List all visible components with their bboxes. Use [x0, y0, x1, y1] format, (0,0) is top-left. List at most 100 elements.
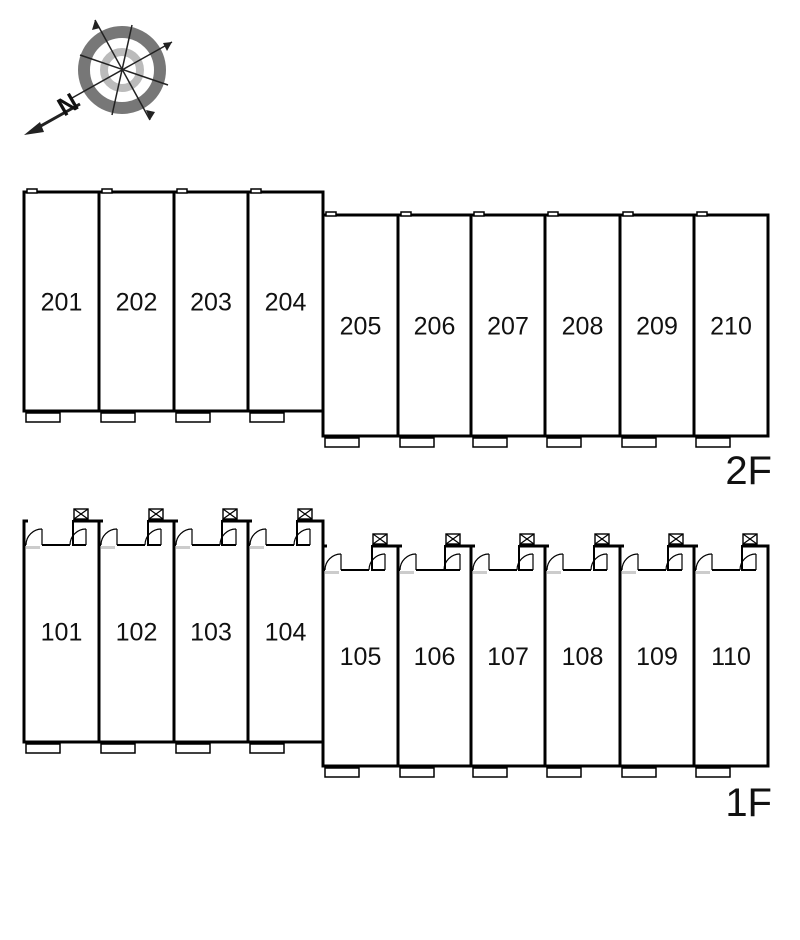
door-swing	[175, 528, 193, 546]
entrance-step	[622, 571, 636, 574]
entrance-wall	[99, 520, 174, 546]
unit-wall	[692, 213, 770, 438]
entrance-step	[696, 571, 710, 574]
entrance-step	[250, 546, 264, 549]
entrance-step	[26, 546, 40, 549]
balcony	[472, 437, 508, 448]
entrance-step	[547, 571, 561, 574]
unit-207: 207	[469, 211, 547, 448]
unit-106: 106	[396, 533, 473, 778]
meter-mark	[372, 533, 388, 545]
door-swing	[739, 553, 757, 571]
balcony	[695, 437, 731, 448]
balcony	[249, 412, 285, 423]
compass-rose-icon	[24, 19, 173, 135]
unit-number: 102	[116, 619, 158, 647]
unit-number: 210	[710, 313, 752, 341]
entrance-wall	[620, 545, 694, 571]
balcony	[249, 743, 285, 754]
unit-210: 210	[692, 211, 770, 448]
unit-209: 209	[618, 211, 696, 448]
balcony	[175, 412, 211, 423]
vent-mark	[622, 211, 634, 217]
unit-203: 203	[172, 188, 250, 423]
vent-mark	[250, 188, 262, 194]
unit-number: 105	[340, 643, 382, 671]
unit-104: 104	[246, 508, 325, 754]
door-swing	[69, 528, 87, 546]
unit-number: 103	[190, 619, 232, 647]
unit-number: 101	[41, 619, 83, 647]
vent-mark	[547, 211, 559, 217]
unit-110: 110	[692, 533, 770, 778]
vent-mark	[101, 188, 113, 194]
entrance-wall	[545, 545, 620, 571]
unit-206: 206	[396, 211, 473, 448]
unit-102: 102	[97, 508, 176, 754]
entrance-wall	[248, 520, 323, 546]
meter-mark	[222, 508, 238, 520]
floor-2f: 201 202 203 204 205 206 207 208 209 210	[22, 188, 770, 448]
unit-number: 107	[487, 643, 529, 671]
unit-208: 208	[543, 211, 622, 448]
floor-label-2f: 2F	[725, 449, 772, 493]
door-swing	[249, 528, 267, 546]
entrance-step	[400, 571, 414, 574]
meter-mark	[445, 533, 461, 545]
balcony	[399, 437, 435, 448]
vent-mark	[26, 188, 38, 194]
balcony	[546, 437, 582, 448]
meter-mark	[148, 508, 164, 520]
door-swing	[590, 553, 608, 571]
door-swing	[144, 528, 162, 546]
unit-number: 206	[414, 313, 456, 341]
entrance-wall	[694, 545, 768, 571]
entrance-wall	[24, 520, 99, 546]
unit-107: 107	[469, 533, 547, 778]
vent-mark	[400, 211, 412, 217]
door-swing	[516, 553, 534, 571]
entrance-step	[325, 571, 339, 574]
unit-number: 204	[265, 289, 307, 317]
unit-105: 105	[321, 533, 400, 778]
door-swing	[219, 528, 237, 546]
vent-mark	[176, 188, 188, 194]
unit-101: 101	[22, 508, 101, 754]
balcony	[621, 767, 657, 778]
unit-number: 207	[487, 313, 529, 341]
balcony	[621, 437, 657, 448]
unit-number: 205	[340, 313, 382, 341]
floor-label-1f: 1F	[725, 781, 772, 825]
balcony	[175, 743, 211, 754]
door-swing	[293, 528, 311, 546]
meter-mark	[594, 533, 610, 545]
door-swing	[472, 553, 490, 571]
entrance-step	[473, 571, 487, 574]
unit-number: 108	[562, 643, 604, 671]
unit-103: 103	[172, 508, 250, 754]
door-swing	[665, 553, 683, 571]
unit-number: 208	[562, 313, 604, 341]
entrance-wall	[323, 545, 398, 571]
door-swing	[100, 528, 118, 546]
unit-number: 104	[265, 619, 307, 647]
door-swing	[368, 553, 386, 571]
door-swing	[324, 553, 342, 571]
unit-number: 106	[414, 643, 456, 671]
unit-108: 108	[543, 533, 622, 778]
vent-mark	[696, 211, 708, 217]
balcony	[324, 767, 360, 778]
balcony	[546, 767, 582, 778]
unit-number: 203	[190, 289, 232, 317]
balcony	[324, 437, 360, 448]
entrance-wall	[471, 545, 545, 571]
balcony	[100, 743, 136, 754]
balcony	[25, 743, 61, 754]
unit-number: 201	[41, 289, 83, 317]
meter-mark	[519, 533, 535, 545]
entrance-step	[101, 546, 115, 549]
unit-number: 202	[116, 289, 158, 317]
balcony	[100, 412, 136, 423]
